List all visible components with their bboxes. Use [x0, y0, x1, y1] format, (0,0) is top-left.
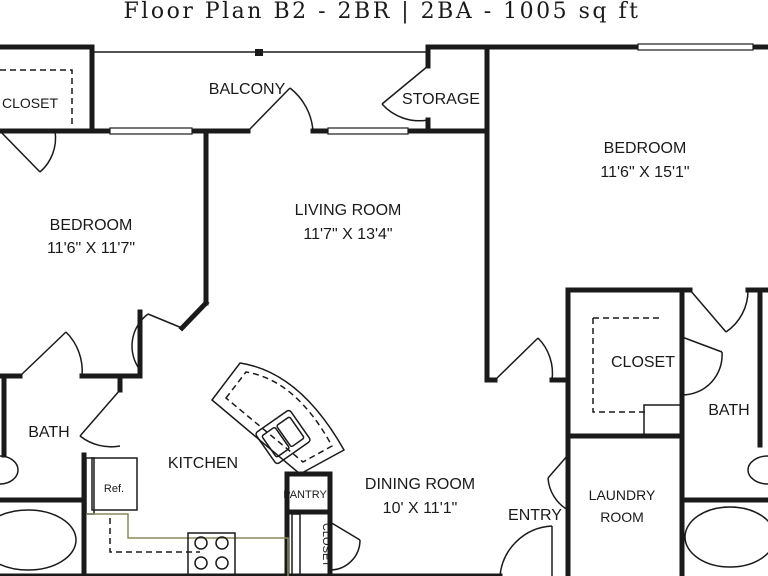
laundry-line2: ROOM: [600, 509, 644, 525]
closet-small-label: CLOSET: [320, 523, 332, 567]
living-room-size: 11'7" X 13'4": [303, 226, 392, 243]
entry-label: ENTRY: [508, 507, 562, 524]
dining-room-name: DINING ROOM: [365, 476, 475, 493]
ref-label: Ref.: [104, 483, 124, 495]
plan-title: Floor Plan B2 - 2BR | 2BA - 1005 sq ft: [124, 0, 641, 24]
closet-tl-label: CLOSET: [2, 95, 58, 111]
bedroom-left-size: 11'6" X 11'7": [47, 240, 135, 257]
doors: [0, 65, 749, 576]
kitchen-label: KITCHEN: [168, 455, 238, 472]
pantry-label: PANTRY: [283, 489, 327, 501]
bedroom-left-name: BEDROOM: [50, 217, 133, 234]
closet-right-label: CLOSET: [611, 354, 675, 371]
storage-label: STORAGE: [402, 91, 480, 108]
room-labels: CLOSET BALCONY STORAGE BEDROOM 11'6" X 1…: [2, 81, 750, 567]
balcony-label: BALCONY: [209, 81, 286, 98]
laundry-line1: LAUNDRY: [589, 487, 656, 503]
windows: [109, 43, 754, 135]
bath-right-label: BATH: [708, 402, 749, 419]
dining-room-size: 10' X 11'1": [383, 500, 458, 517]
bedroom-right-name: BEDROOM: [604, 140, 687, 157]
living-room-name: LIVING ROOM: [295, 202, 402, 219]
bedroom-right-size: 11'6" X 15'1": [600, 164, 689, 181]
bath-left-label: BATH: [28, 424, 69, 441]
fixtures: [0, 69, 768, 576]
